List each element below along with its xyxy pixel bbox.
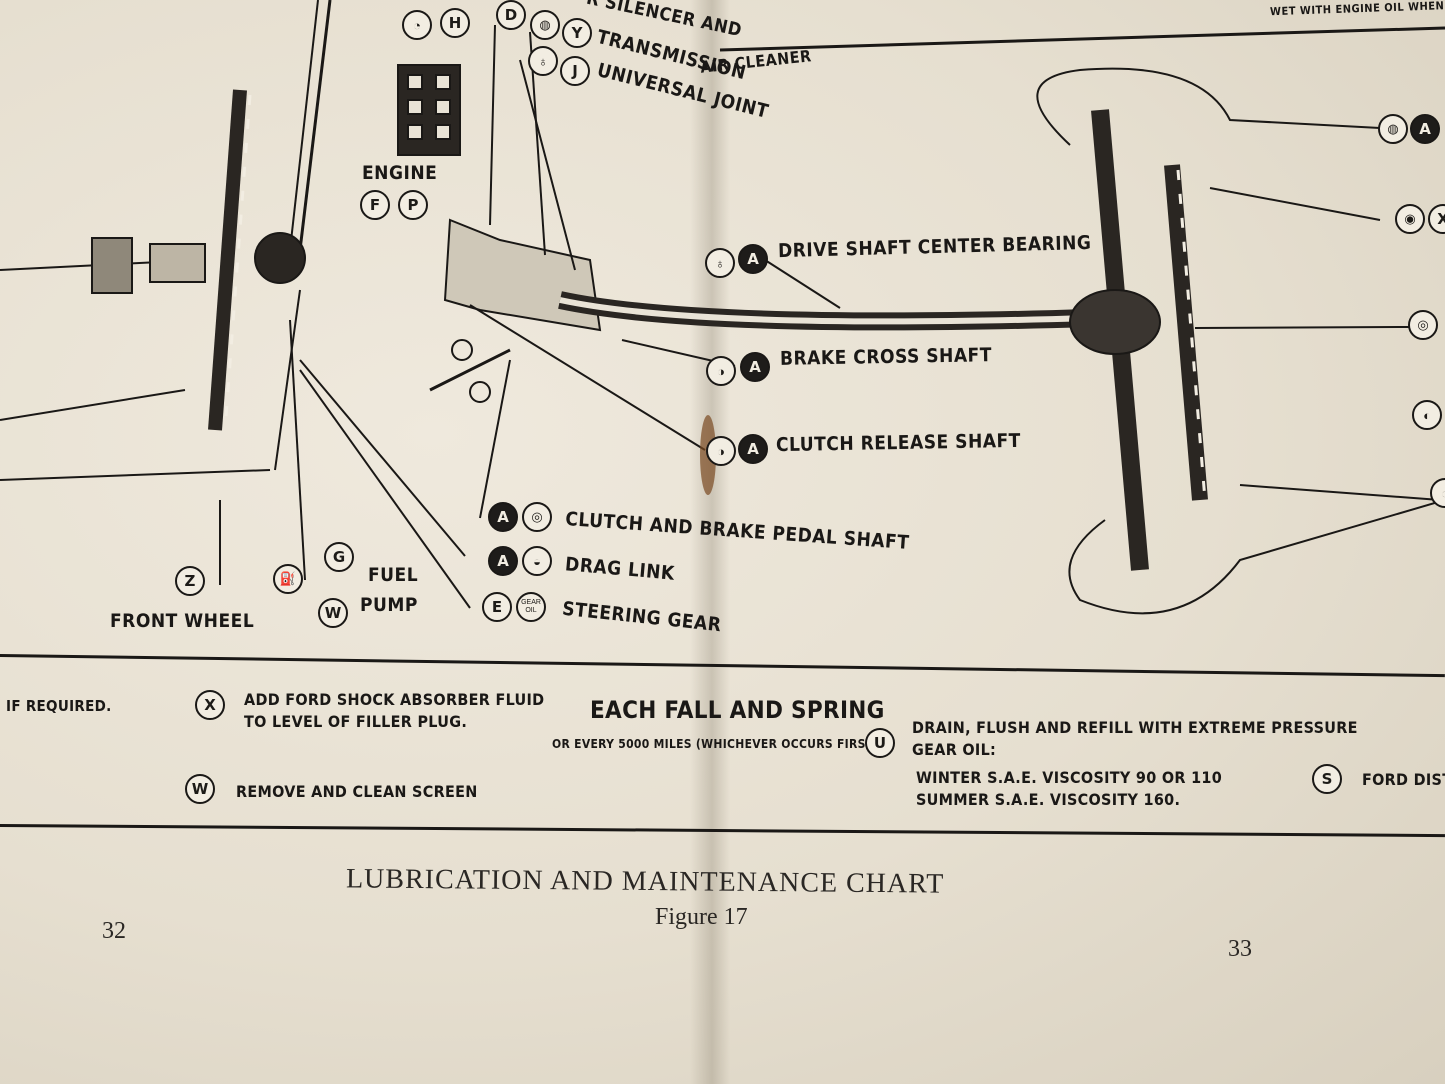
grease-gun-icon: ♁ bbox=[528, 46, 558, 76]
if-required-text: IF REQUIRED. bbox=[6, 697, 112, 715]
engine-code-f-badge: F bbox=[360, 190, 390, 220]
steering-gear-code-badge: E bbox=[482, 592, 512, 622]
code-d-badge: D bbox=[496, 0, 526, 30]
front-wheel-label: FRONT WHEEL bbox=[110, 610, 255, 632]
gear-oil-icon: GEAR OIL bbox=[516, 592, 546, 622]
rear-hub-icon: ◐ bbox=[1412, 400, 1442, 430]
transmission-body bbox=[443, 218, 602, 332]
legend-x-line1: ADD FORD SHOCK ABSORBER FLUID bbox=[244, 690, 545, 709]
brake-line-bottom bbox=[1068, 499, 1445, 615]
figure-caption: Figure 17 bbox=[655, 904, 748, 930]
engine-label: ENGINE bbox=[362, 162, 438, 184]
rear-code-a-badge: A bbox=[1410, 114, 1440, 144]
legend-s-line1: FORD DISTR bbox=[1362, 770, 1445, 789]
legend-u-line1: DRAIN, FLUSH AND REFILL WITH EXTREME PRE… bbox=[912, 718, 1358, 737]
steering-column bbox=[298, 0, 332, 251]
page-number-right: 33 bbox=[1228, 936, 1252, 962]
differential bbox=[1069, 289, 1161, 355]
clutch-release-shaft-label: CLUTCH RELEASE SHAFT bbox=[775, 429, 1022, 457]
steering-gear-box bbox=[254, 232, 306, 284]
drive-shaft-code-badge: A bbox=[738, 244, 768, 274]
brake-cross-shaft-label: BRAKE CROSS SHAFT bbox=[779, 344, 993, 370]
front-hub bbox=[91, 237, 133, 294]
transmission-oil-icon: ◍ bbox=[530, 10, 560, 40]
fuel-pump-code-g-badge: G bbox=[324, 542, 354, 572]
front-wheel-code-badge: Z bbox=[175, 566, 205, 596]
legend-u-line2: GEAR OIL: bbox=[912, 740, 997, 759]
legend-u-badge: U bbox=[865, 728, 895, 758]
fuel-pump-icon: ⛽ bbox=[273, 564, 303, 594]
chart-caption: LUBRICATION AND MAINTENANCE CHART bbox=[345, 863, 945, 900]
brake-line-top bbox=[1036, 67, 1381, 146]
legend-u-line3: WINTER S.A.E. VISCOSITY 90 OR 110 bbox=[916, 768, 1223, 787]
rear-axle-icon: ◎ bbox=[1408, 310, 1438, 340]
legend-x-line2: TO LEVEL OF FILLER PLUG. bbox=[244, 712, 468, 731]
drag-link-code-badge: A bbox=[488, 546, 518, 576]
pedal-shaft-code-badge: A bbox=[488, 502, 518, 532]
rear-spring bbox=[1164, 164, 1208, 501]
season-subtitle: OR EVERY 5000 MILES (WHICHEVER OCCURS FI… bbox=[552, 737, 879, 751]
rear-grease-icon: ◍ bbox=[1378, 114, 1408, 144]
fuel-label: FUEL bbox=[368, 564, 419, 586]
legend-u-line4: SUMMER S.A.E. VISCOSITY 160. bbox=[916, 790, 1181, 809]
clutch-release-code-badge: A bbox=[738, 434, 768, 464]
front-spring bbox=[208, 89, 247, 431]
pump-label: PUMP bbox=[360, 594, 418, 616]
clutch-release-icon: ◑ bbox=[706, 436, 736, 466]
legend-s-badge: S bbox=[1312, 764, 1342, 794]
engine-code-p-badge: P bbox=[398, 190, 428, 220]
radiator-part bbox=[149, 243, 206, 283]
top-rule bbox=[719, 26, 1445, 52]
shock-icon: ◉ bbox=[1395, 204, 1425, 234]
drag-link-icon: ◒ bbox=[522, 546, 552, 576]
brake-cross-shaft-icon: ◑ bbox=[706, 356, 736, 386]
pedal-shaft-icon: ◎ bbox=[522, 502, 552, 532]
legend-w-badge: W bbox=[185, 774, 215, 804]
code-y-badge: Y bbox=[562, 18, 592, 48]
legend-w-line1: REMOVE AND CLEAN SCREEN bbox=[236, 782, 478, 801]
grease-cup-icon: ♁ bbox=[705, 248, 735, 278]
battery-water-icon: ◔ bbox=[402, 10, 432, 40]
brake-cross-shaft-code-badge: A bbox=[740, 352, 770, 382]
page-number-left: 32 bbox=[102, 918, 126, 944]
fuel-pump-code-w-badge: W bbox=[318, 598, 348, 628]
code-h-badge: H bbox=[440, 8, 470, 38]
book-gutter bbox=[690, 0, 730, 1084]
code-j-badge: J bbox=[560, 56, 590, 86]
season-title: EACH FALL AND SPRING bbox=[590, 696, 885, 724]
legend-x-badge: X bbox=[195, 690, 225, 720]
